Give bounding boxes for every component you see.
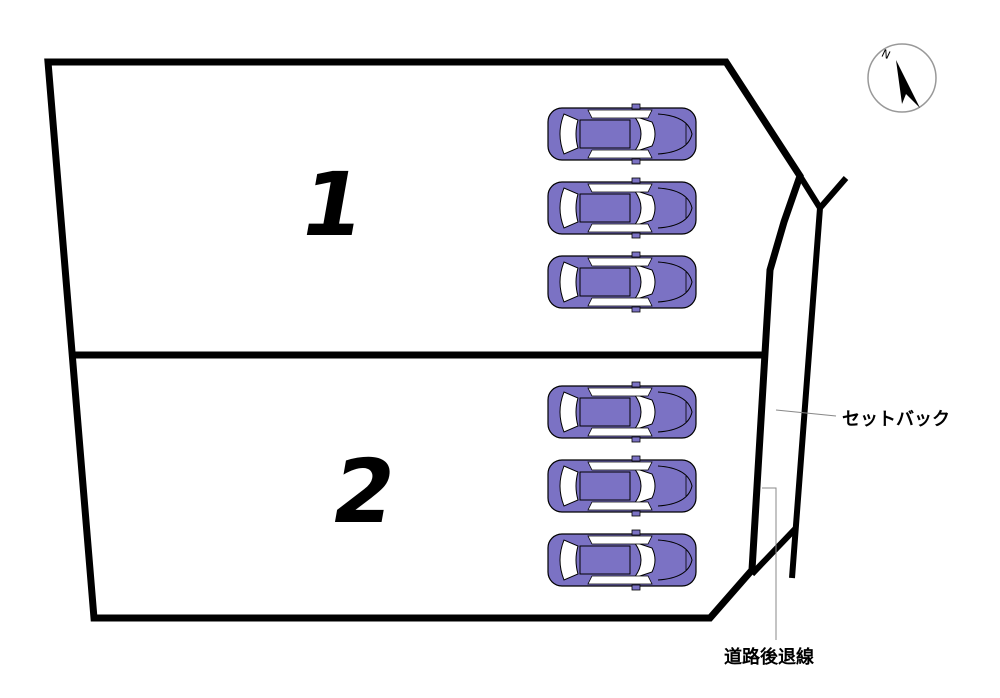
compass: N [867,43,937,113]
road-corner-line [749,525,799,577]
parking-cars [547,103,697,591]
car-icon [547,103,697,165]
car-icon [547,177,697,239]
car-icon [547,529,697,591]
compass-arrow-icon [896,60,920,108]
setback-label: セットバック [842,409,950,430]
road-line-label: 道路後退線 [724,646,814,668]
setback-leader [775,409,837,417]
lot-boundary [44,58,804,622]
road-edge-line [789,174,849,579]
car-icon [547,251,697,313]
lot-number-1: 1 [293,154,372,256]
lot-number-2: 2 [324,441,403,543]
road-line-leader [762,487,777,640]
car-icon [547,455,697,517]
car-icon [547,381,697,443]
